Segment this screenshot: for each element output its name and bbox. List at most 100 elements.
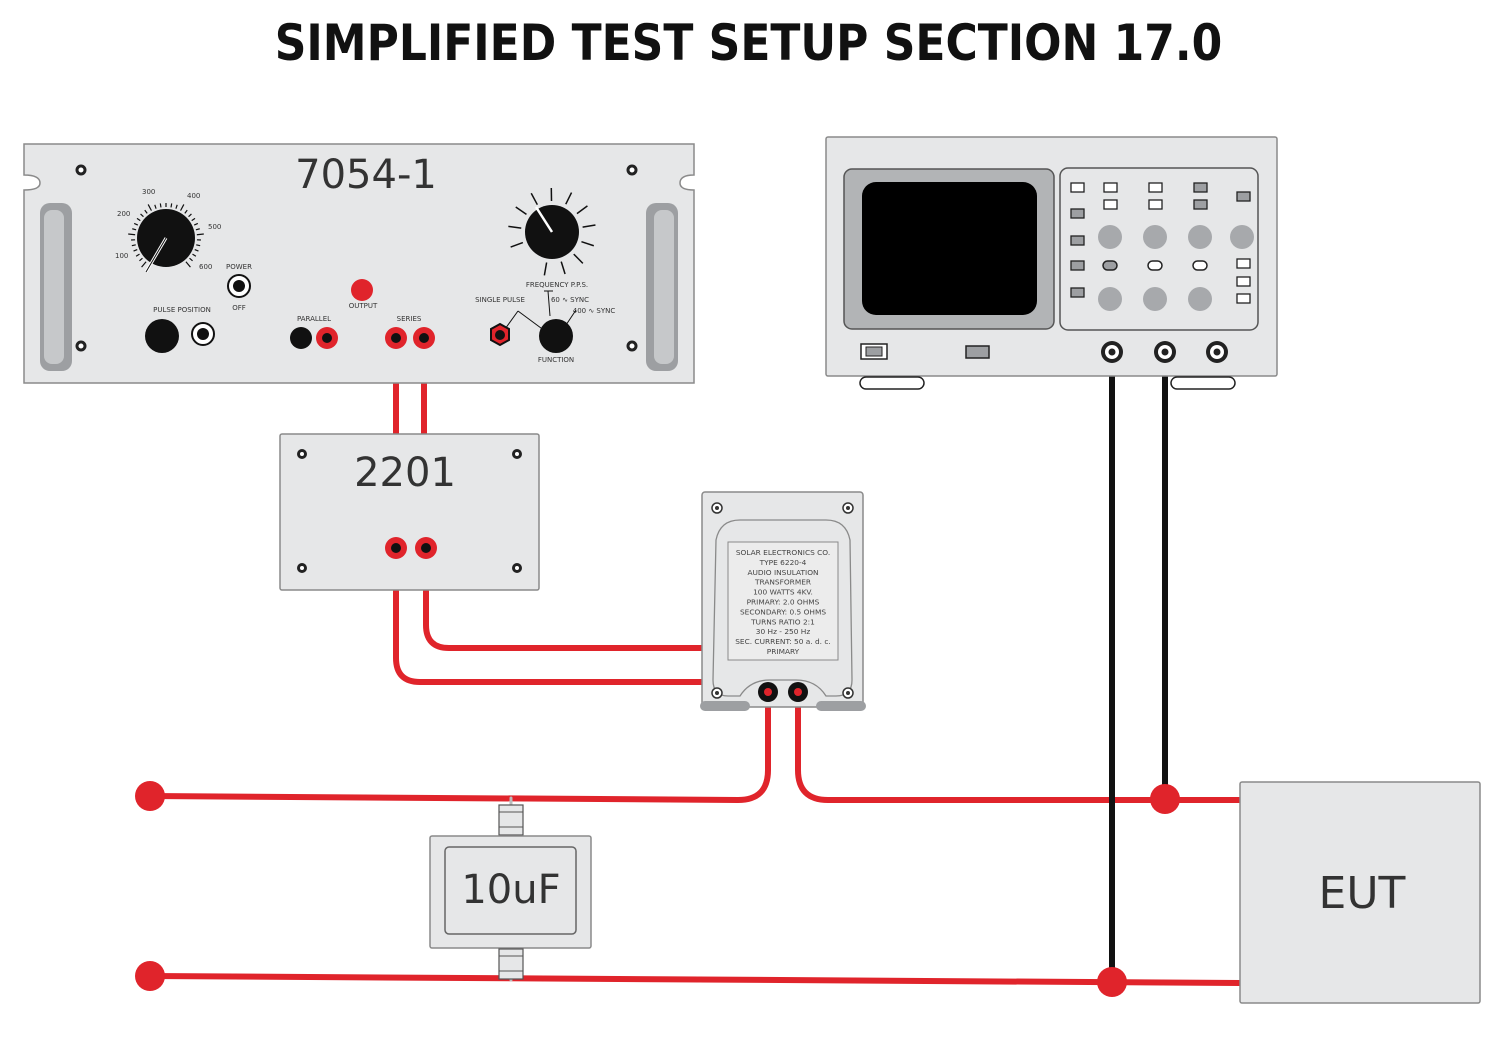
- plate-line: 30 Hz - 250 Hz: [756, 627, 811, 636]
- scope-button[interactable]: [1070, 235, 1085, 246]
- scope-button[interactable]: [1070, 208, 1085, 219]
- scope-knob[interactable]: [1188, 287, 1212, 311]
- function-knob[interactable]: [539, 319, 573, 353]
- black-wires: [1109, 352, 1168, 982]
- output-label: OUTPUT: [349, 302, 378, 310]
- dial-label-200: 200: [117, 210, 130, 218]
- junction-probe-1: [1097, 967, 1127, 997]
- function-label: FUNCTION: [538, 356, 574, 364]
- screw-icon: [297, 563, 307, 573]
- terminal-line-top: [135, 781, 165, 811]
- scope-input-ch1[interactable]: [1101, 341, 1123, 363]
- single-pulse-label: SINGLE PULSE: [475, 296, 525, 304]
- screw-icon: [75, 340, 87, 352]
- plate-line: PRIMARY: 2.0 OHMS: [747, 598, 820, 607]
- dial-label-300: 300: [142, 188, 155, 196]
- plate-line: AUDIO INSULATION: [747, 568, 818, 577]
- scope-button[interactable]: [1070, 260, 1085, 271]
- scope-button[interactable]: [1103, 199, 1118, 210]
- page-title: SIMPLIFIED TEST SETUP SECTION 17.0: [274, 14, 1223, 72]
- cap-feedthrough-bottom: [498, 948, 524, 980]
- generator-7054-1: 7054-1 100 200 300 400 500 600 POWER OFF…: [23, 143, 695, 384]
- scope-button[interactable]: [1193, 182, 1208, 193]
- scope-toggle[interactable]: [1192, 260, 1208, 271]
- screw-icon: [626, 340, 638, 352]
- plate-line: PRIMARY: [767, 647, 800, 656]
- scope-knob[interactable]: [1143, 225, 1167, 249]
- pulse-width-dial[interactable]: [128, 203, 204, 273]
- scope-button[interactable]: [1236, 293, 1251, 304]
- screw-icon: [512, 449, 522, 459]
- parallel-label: PARALLEL: [297, 315, 331, 323]
- sync400-label: 400 ∿ SYNC: [573, 307, 616, 315]
- scope-button[interactable]: [1148, 199, 1163, 210]
- transformer-foot-right: [816, 701, 866, 711]
- plate-line: SECONDARY: 0.5 OHMS: [740, 607, 826, 616]
- plate-line: TYPE 6220-4: [759, 558, 807, 567]
- dial-label-400: 400: [187, 192, 200, 200]
- screw-icon: [512, 563, 522, 573]
- plate-line: SOLAR ELECTRONICS CO.: [736, 548, 830, 557]
- screw-icon: [626, 164, 638, 176]
- scope-toggle[interactable]: [1102, 260, 1118, 271]
- frequency-label: FREQUENCY P.P.S.: [526, 281, 588, 289]
- scope-button[interactable]: [1070, 287, 1085, 298]
- scope-button[interactable]: [1236, 258, 1251, 269]
- series-label: SERIES: [397, 315, 422, 323]
- scope-knob[interactable]: [1230, 225, 1254, 249]
- scope-foot-left: [859, 376, 925, 390]
- junction-probe-2: [1150, 784, 1180, 814]
- capacitor-label: 10uF: [461, 867, 560, 913]
- screw-icon: [75, 164, 87, 176]
- coupler-2201: 2201: [279, 433, 540, 591]
- pulse-position-knob[interactable]: [145, 319, 179, 353]
- dial-label-100: 100: [115, 252, 128, 260]
- plate-line: TURNS RATIO 2:1: [750, 617, 815, 626]
- generator-model: 7054-1: [295, 152, 437, 198]
- scope-input-ext[interactable]: [1206, 341, 1228, 363]
- scope-button[interactable]: [1236, 276, 1251, 287]
- scope-button[interactable]: [1236, 191, 1251, 202]
- scope-screen: [862, 182, 1037, 315]
- output-led: [351, 279, 373, 301]
- eut-box: EUT: [1239, 781, 1481, 1004]
- capacitor-10uf: 10uF: [429, 804, 592, 980]
- wire-return: [147, 973, 1243, 986]
- wire-2201-inner: [423, 545, 705, 651]
- plate-line: SEC. CURRENT: 50 a. d. c.: [735, 637, 831, 646]
- wire-secondary-left: [147, 689, 771, 803]
- dial-label-600: 600: [199, 263, 212, 271]
- sync60-label: 60 ∿ SYNC: [551, 296, 589, 304]
- terminal-line-bottom: [135, 961, 165, 991]
- eut-label: EUT: [1319, 868, 1406, 919]
- scope-button[interactable]: [1193, 199, 1208, 210]
- dial-label-500: 500: [208, 223, 221, 231]
- transformer-foot-left: [700, 701, 750, 711]
- scope-foot-right: [1170, 376, 1236, 390]
- wire-secondary-right: [795, 689, 1243, 803]
- wire-2201-outer: [393, 545, 705, 685]
- pulse-position-label: PULSE POSITION: [153, 306, 211, 314]
- scope-button[interactable]: [1103, 182, 1118, 193]
- coupler-model: 2201: [354, 450, 456, 496]
- scope-button[interactable]: [1148, 182, 1163, 193]
- screw-icon: [297, 449, 307, 459]
- parallel-jack-black: [290, 327, 312, 349]
- frequency-dial[interactable]: [508, 187, 596, 276]
- scope-knob[interactable]: [1143, 287, 1167, 311]
- scope-knob[interactable]: [1188, 225, 1212, 249]
- plate-line: 100 WATTS 4KV.: [753, 588, 813, 597]
- scope-switch-2[interactable]: [965, 345, 990, 359]
- power-label: POWER: [226, 263, 252, 271]
- scope-input-ch2[interactable]: [1154, 341, 1176, 363]
- off-label: OFF: [232, 304, 246, 312]
- oscilloscope: [825, 136, 1278, 390]
- plate-line: TRANSFORMER: [754, 578, 811, 587]
- scope-knob[interactable]: [1098, 287, 1122, 311]
- scope-button[interactable]: [1070, 182, 1085, 193]
- scope-toggle[interactable]: [1147, 260, 1163, 271]
- scope-knob[interactable]: [1098, 225, 1122, 249]
